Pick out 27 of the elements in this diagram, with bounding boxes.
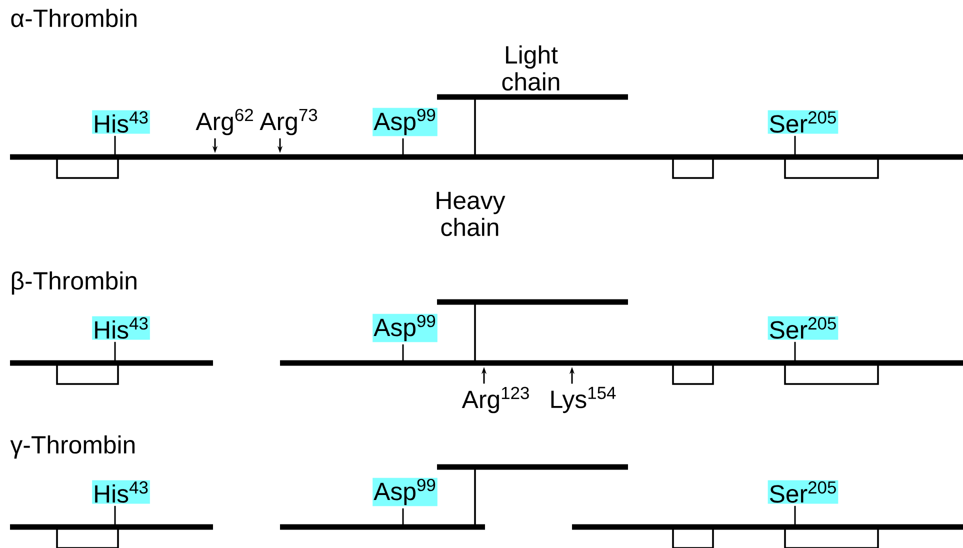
residue-label: His$^{43}$ (92, 316, 150, 340)
title: α-Thrombin (11, 8, 136, 28)
residue-label: Asp$^{99}$ (372, 108, 438, 136)
residue-label: Asp$^{99}$ (372, 314, 438, 342)
leader-line (402, 138, 404, 157)
cleavage-site-label: Arg$^{73}$ (260, 108, 318, 136)
chain-label: Heavy chain (436, 192, 506, 236)
cleavage-site-label: Lys$^{154}$ (551, 386, 616, 414)
residue-label: Ser$^{205}$ (768, 110, 838, 134)
residue-label: His$^{43}$ (92, 110, 150, 134)
chain-label: Light chain (502, 45, 560, 91)
cleavage-site-label: Arg$^{123}$ (462, 386, 529, 414)
leader-line (114, 506, 116, 527)
cleavage-site-label: Arg$^{62}$ (196, 108, 253, 136)
leader-line (114, 342, 116, 363)
leader-line (402, 344, 404, 363)
title: β-Thrombin (12, 271, 136, 295)
residue-label: His$^{43}$ (92, 480, 150, 504)
leader-line (114, 136, 116, 157)
leader-line (794, 136, 796, 157)
title: γ-Thrombin (10, 435, 135, 459)
residue-label: Ser$^{205}$ (768, 480, 838, 504)
leader-line (402, 508, 404, 527)
residue-label: Ser$^{205}$ (768, 316, 838, 340)
leader-line (794, 342, 796, 363)
residue-label: Asp$^{99}$ (372, 478, 438, 506)
leader-line (794, 506, 796, 527)
